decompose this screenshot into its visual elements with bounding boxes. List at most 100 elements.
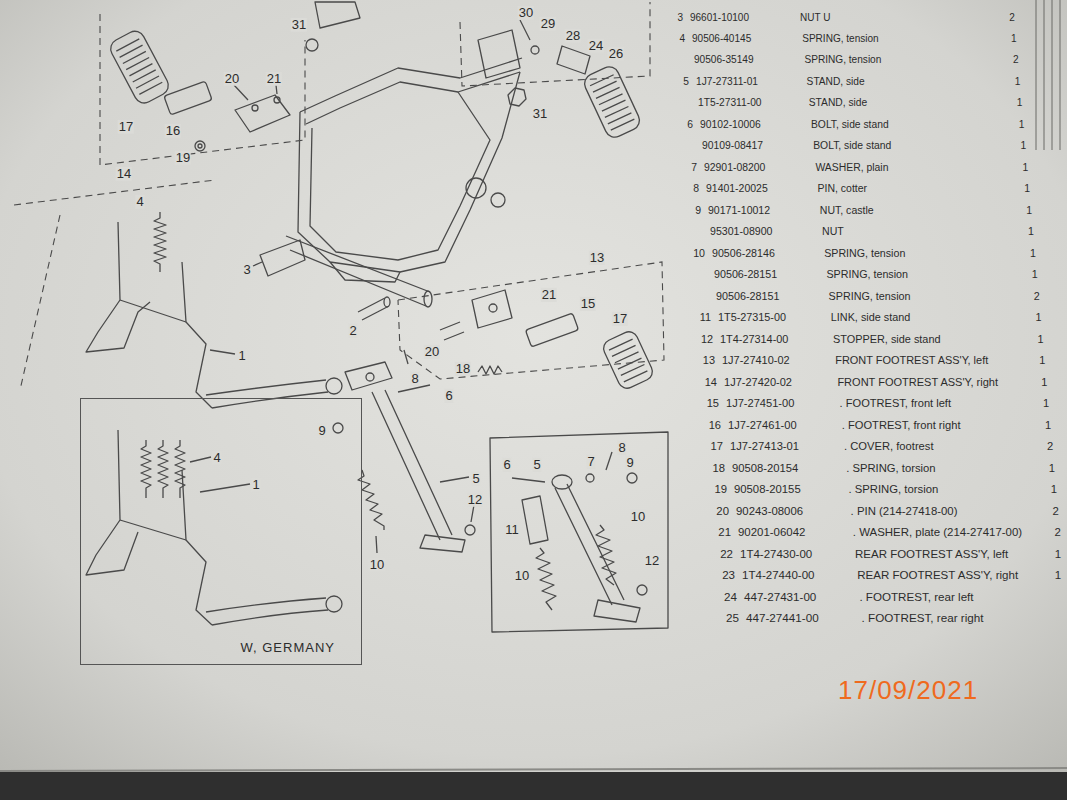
callout-number: 3 xyxy=(242,263,251,277)
table-grid xyxy=(1036,0,1060,150)
parts-list-cell: 7 xyxy=(691,162,697,173)
parts-list-cell: 1 xyxy=(1039,354,1045,366)
drawing-stroke xyxy=(424,291,432,307)
drawing-stroke xyxy=(478,30,520,78)
callout-number: 30 xyxy=(518,6,534,20)
drawing-stroke xyxy=(512,478,545,482)
parts-list-cell: STOPPER, side stand xyxy=(833,333,941,345)
parts-list-cell: 1 xyxy=(1024,183,1030,195)
callout-number: 31 xyxy=(291,18,307,32)
parts-list-cell: 92901-08200 xyxy=(704,162,765,173)
parts-list-cell: 91401-20025 xyxy=(706,183,768,195)
parts-list-cell: 1T5-27315-00 xyxy=(718,312,786,324)
parts-list-cell: 1T5-27311-00 xyxy=(698,97,762,108)
callout-number: 9 xyxy=(625,456,634,470)
drawing-stroke xyxy=(100,14,305,165)
drawing-stroke xyxy=(154,212,166,272)
parts-list-cell: 90102-10006 xyxy=(700,119,761,130)
parts-list-cell: 19 xyxy=(714,483,727,495)
parts-list-cell: 1J7-27461-00 xyxy=(728,418,797,430)
parts-list-cell: 90508-20154 xyxy=(732,461,798,473)
parts-list-cell: WASHER, plain xyxy=(815,162,888,173)
parts-list-cell: 1 xyxy=(1021,140,1027,151)
drawing-stroke xyxy=(520,20,530,40)
drawing-stroke xyxy=(366,373,374,381)
callout-number: 4 xyxy=(212,451,221,465)
drawing-stroke xyxy=(609,339,647,382)
parts-list-cell: 95301-08900 xyxy=(710,226,772,238)
callout-number: 7 xyxy=(586,455,595,469)
callout-number: 18 xyxy=(455,362,471,376)
drawing-stroke xyxy=(310,92,490,260)
parts-list-cell: NUT, castle xyxy=(820,205,874,217)
drawing-stroke xyxy=(20,215,60,390)
parts-list-cell: 1J7-27311-01 xyxy=(696,76,758,87)
parts-list-cell: 1 xyxy=(1051,483,1057,495)
parts-list-cell: 2 xyxy=(1013,54,1019,65)
parts-list-cell: LINK, side stand xyxy=(831,312,910,324)
parts-list-cell: 11 xyxy=(700,312,711,324)
parts-list-cell: 96601-10100 xyxy=(690,12,749,23)
parts-list-cell: 1J7-27410-02 xyxy=(722,354,790,366)
callout-number: 9 xyxy=(317,424,326,438)
drawing-stroke xyxy=(141,440,151,498)
parts-list-cell: 1 xyxy=(1022,162,1028,173)
drawing-stroke xyxy=(372,390,452,540)
drawing-stroke xyxy=(627,473,637,483)
parts-list-cell: PIN, cotter xyxy=(818,183,867,195)
drawing-stroke xyxy=(590,75,634,130)
drawing-stroke xyxy=(86,430,138,575)
parts-list-cell: NUT xyxy=(822,226,844,238)
callout-number: 28 xyxy=(565,29,581,43)
page-edge xyxy=(0,768,1067,771)
drawing-stroke xyxy=(555,484,624,605)
drawing-stroke xyxy=(531,46,539,54)
drawing-stroke xyxy=(286,236,430,306)
drawing-stroke xyxy=(491,193,505,207)
parts-list-cell: 90506-28146 xyxy=(712,248,775,260)
drawing-stroke xyxy=(460,2,650,86)
parts-list-cell: FRONT FOOTREST ASS'Y, left xyxy=(835,354,988,366)
callout-number: 1 xyxy=(251,478,260,492)
drawing-stroke xyxy=(601,329,656,391)
parts-list-cell: 4 xyxy=(679,33,685,44)
drawing-stroke xyxy=(274,97,280,103)
drawing-stroke xyxy=(298,72,520,272)
drawing-stroke xyxy=(252,105,258,111)
drawing-stroke xyxy=(198,144,202,148)
parts-list-cell: 1 xyxy=(1036,312,1042,324)
callout-number: 12 xyxy=(467,493,483,507)
parts-list-cell: 1T4-27430-00 xyxy=(740,547,812,560)
callout-number: 21 xyxy=(541,288,557,302)
drawing-stroke xyxy=(164,81,212,115)
drawing-stroke xyxy=(326,378,342,394)
parts-list-cell: 1 xyxy=(1037,333,1043,345)
drawing-stroke xyxy=(234,85,277,100)
drawing-stroke xyxy=(478,366,502,374)
parts-list-cell: 1 xyxy=(1055,569,1061,582)
callout-number: 6 xyxy=(502,458,511,472)
parts-list-cell: 1 xyxy=(1011,33,1017,44)
callout-number: 13 xyxy=(589,251,605,265)
parts-list-cell: 1J7-27451-00 xyxy=(726,397,794,409)
drawing-stroke xyxy=(581,64,642,141)
drawing-stroke xyxy=(86,222,150,352)
callout-number: 2 xyxy=(348,324,357,338)
parts-list-cell: . COVER, footrest xyxy=(844,440,934,452)
drawing-stroke xyxy=(472,290,512,328)
callout-number: 31 xyxy=(532,107,548,121)
callout-number: 11 xyxy=(504,523,520,537)
side-stand xyxy=(333,350,475,553)
parts-list-cell: 9 xyxy=(695,205,701,217)
parts-list-cell: 20 xyxy=(716,504,729,517)
drawing-stroke xyxy=(306,39,318,51)
parts-list-cell: 90201-06042 xyxy=(738,526,805,539)
drawing-stroke xyxy=(466,178,486,198)
parts-list-cell: 5 xyxy=(683,76,689,87)
parts-list-cell: 10 xyxy=(693,248,705,260)
parts-list-cell: 6 xyxy=(687,119,693,130)
drawing-stroke xyxy=(601,329,656,391)
parts-list-cell: 13 xyxy=(703,354,715,366)
parts-list-cell: 2 xyxy=(1034,291,1040,303)
drawing-stroke xyxy=(306,72,520,124)
